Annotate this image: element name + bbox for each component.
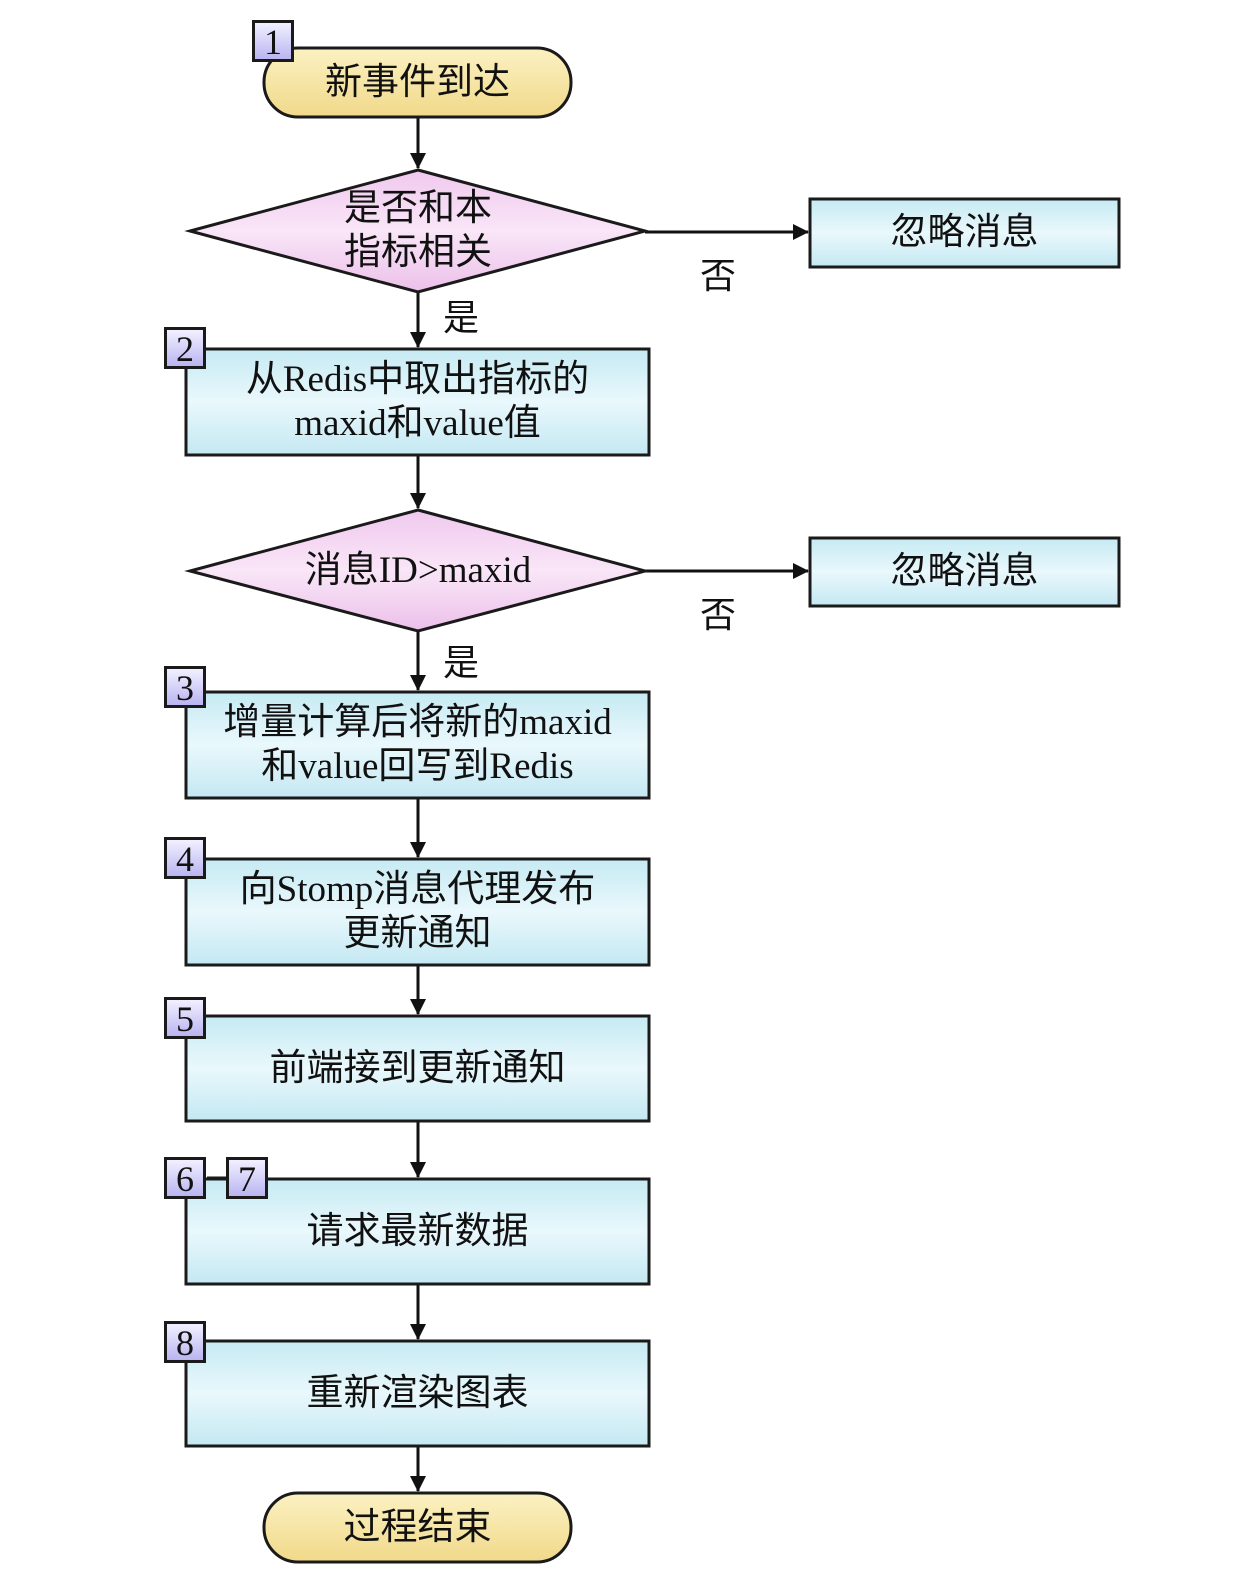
edge-label-d2-yes: 是 xyxy=(443,643,480,683)
ignore-message-box-2 xyxy=(808,536,1121,608)
ignore-message-box-1 xyxy=(808,197,1121,269)
edge-label-d2-no: 否 xyxy=(700,595,737,635)
end-terminal xyxy=(262,1491,573,1564)
step-4-box xyxy=(184,857,651,967)
edge-label-d1-yes: 是 xyxy=(443,298,480,338)
step-3-box xyxy=(184,690,651,800)
start-terminal xyxy=(262,46,573,119)
decision-id-greater-maxid xyxy=(184,508,651,633)
step-badge-2: 2 xyxy=(164,327,206,369)
step-badge-1: 1 xyxy=(252,20,294,62)
step-badge-5: 5 xyxy=(164,997,206,1039)
step-badge-8: 8 xyxy=(164,1321,206,1363)
decision-related-to-metric xyxy=(184,168,651,294)
step-badge-3: 3 xyxy=(164,666,206,708)
step-badge-4: 4 xyxy=(164,837,206,879)
step-5-box xyxy=(184,1014,651,1123)
step-6-7-box xyxy=(184,1177,651,1286)
step-badge-6: 6 xyxy=(164,1157,206,1199)
step-8-box xyxy=(184,1339,651,1448)
step-badge-7: 7 xyxy=(226,1157,268,1199)
edge-label-d1-no: 否 xyxy=(700,256,737,296)
step-2-box xyxy=(184,347,651,457)
